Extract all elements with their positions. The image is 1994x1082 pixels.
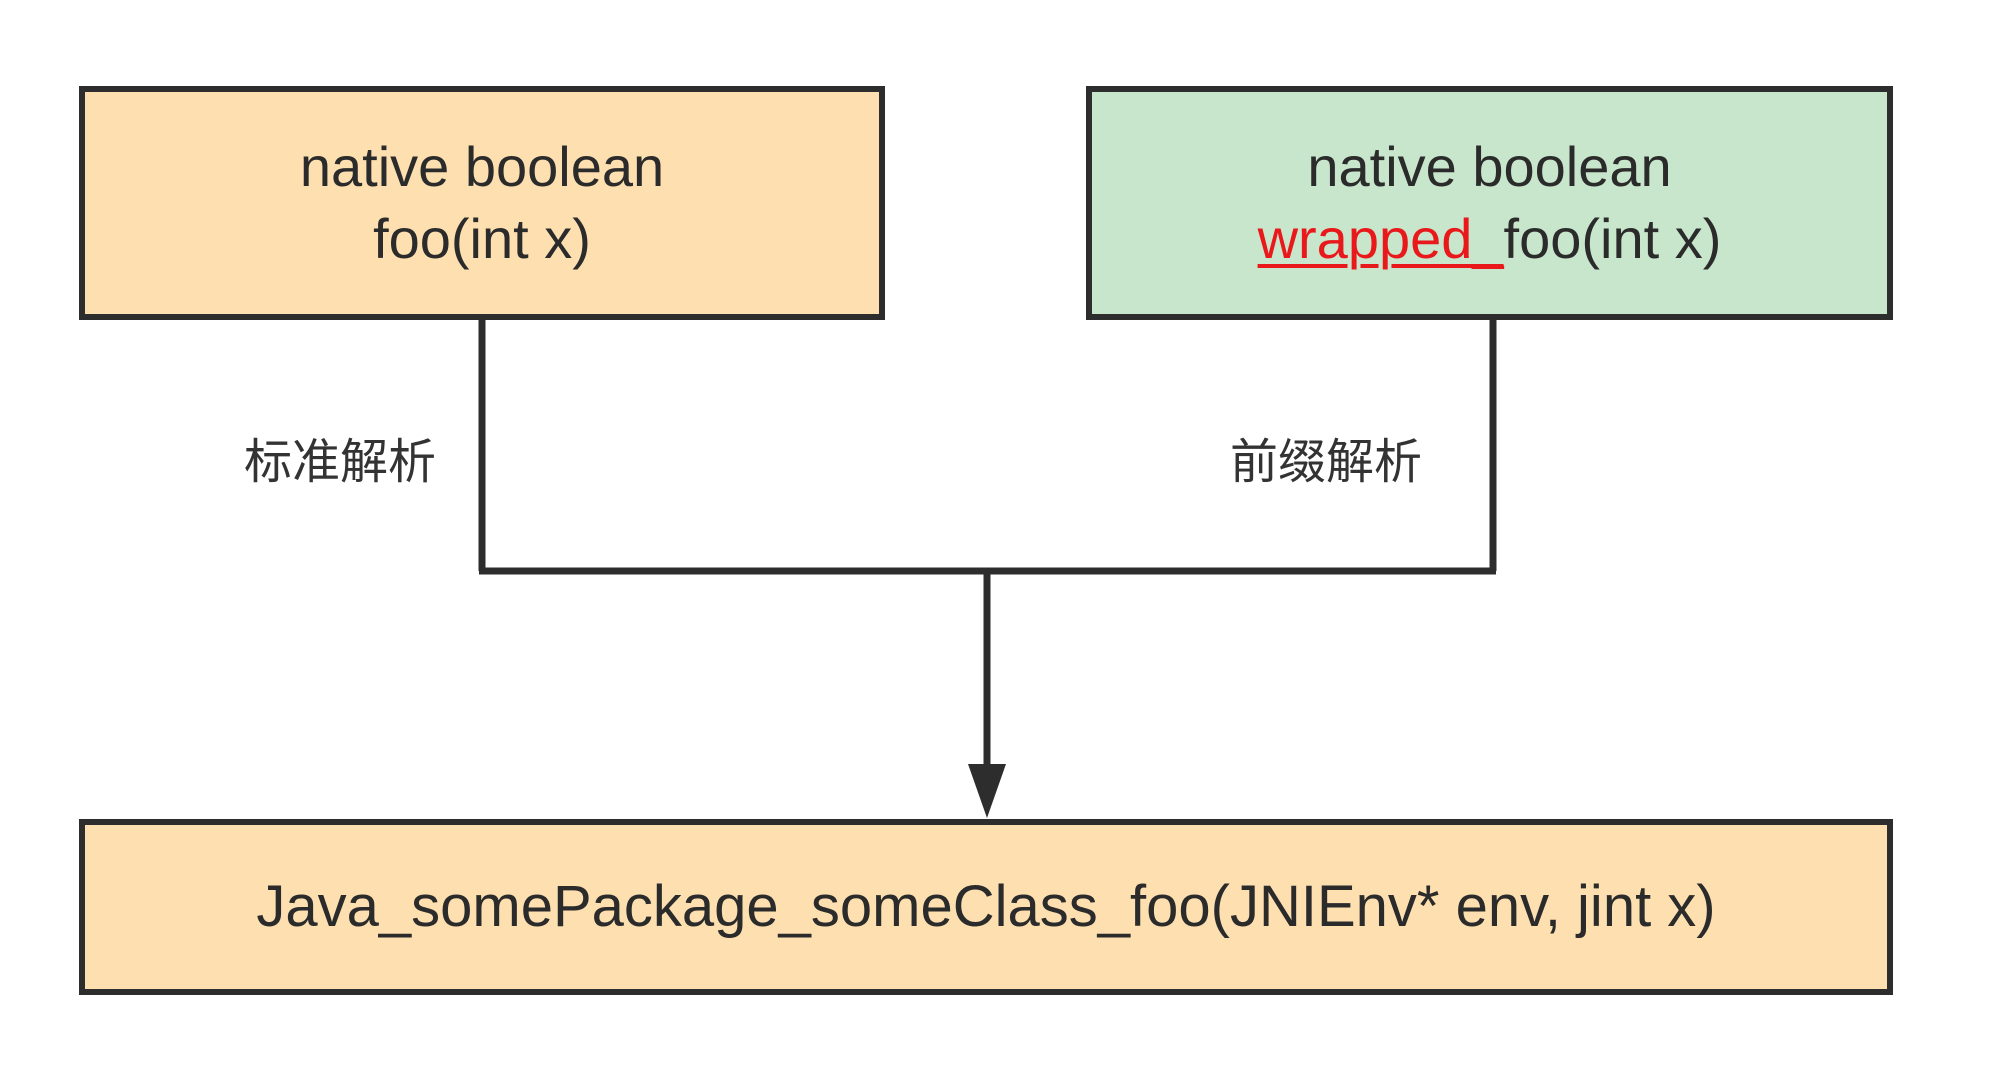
jni-function-node: Java_somePackage_someClass_foo(JNIEnv* e…	[79, 819, 1893, 995]
native-foo-line1: native boolean	[299, 135, 665, 198]
prefix-resolution-label: 前缀解析	[1230, 434, 1423, 490]
wrapped-foo-line2: wrapped_foo(int x)	[1258, 203, 1722, 275]
wrapped-foo-line1: native boolean	[1307, 135, 1672, 198]
arrowhead-icon	[968, 764, 1006, 818]
jni-function-signature: Java_somePackage_someClass_foo(JNIEnv* e…	[256, 874, 1716, 939]
wrapped-foo-node: native boolean wrapped_foo(int x)	[1086, 86, 1893, 320]
wrapped-foo-rest: foo(int x)	[1503, 207, 1722, 270]
native-foo-line2: foo(int x)	[373, 207, 591, 270]
native-foo-node: native boolean foo(int x)	[79, 86, 885, 320]
standard-resolution-label: 标准解析	[244, 434, 437, 490]
wrapped-prefix: wrapped_	[1257, 207, 1504, 270]
